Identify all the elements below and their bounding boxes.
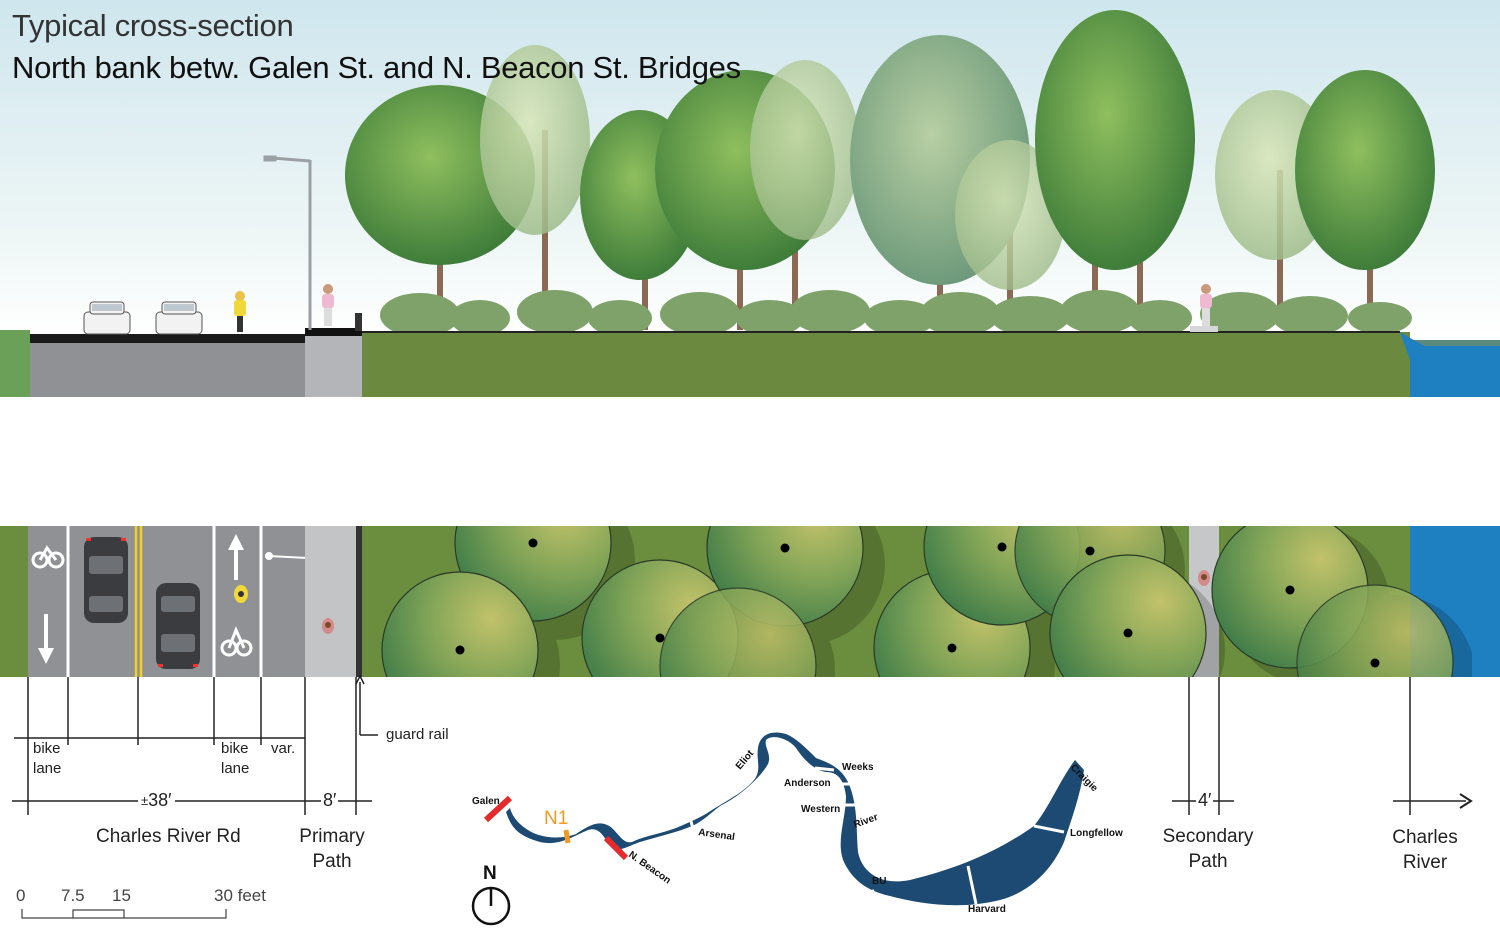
primary-path-surface [305,328,362,336]
arrow-down-left-lane [38,614,54,664]
cyclist-elevation [234,291,246,332]
arrow-up-right-lane [228,534,244,580]
river-arrow-head [1459,793,1473,809]
road-width-prefix: ± [141,793,149,808]
secondary-path-elevation [1190,326,1218,332]
guard-rail-arrow-head [355,674,365,685]
road-width-label: ±38′ [138,788,175,813]
plan-primary-path [305,526,356,677]
bike-lane-right-label: bike lane [221,740,250,777]
guard-rail-elevation [355,313,362,331]
primary-path-width-label: 8′ [321,788,339,813]
lane-markings [66,526,263,677]
road-width-value: 38′ [148,790,172,810]
scale-bar [21,909,227,919]
jogger-plan-2 [1198,570,1210,586]
n1-segment-marker [563,829,571,844]
car-elevation-2 [155,301,203,335]
var-label: var. [271,740,296,757]
tree-canopies-plan [381,526,1472,677]
park-ground-section [362,332,1410,397]
street-lamp [263,155,312,330]
cyclist-plan [234,585,248,603]
diagram-subtitle: Typical cross-section [12,8,294,43]
galen-bridge-marker [483,795,513,823]
plan-grass-left [0,526,28,677]
guard-rail-label: guard rail [386,726,449,743]
scale-tick-0: 0 [16,886,26,905]
bike-lane-symbol-left [31,545,65,569]
charles-river-rd-label: Charles River Rd [96,826,241,847]
car-plan-1 [84,537,128,623]
road-surface [30,334,305,343]
car-elevation-1 [83,301,131,335]
locator-map [471,732,1084,926]
river-map-shape [506,732,1084,906]
jogger-elevation-2 [1200,284,1212,326]
scale-tick-30-feet: 30 feet [214,886,266,905]
scale-tick-7-5: 7.5 [61,886,85,905]
secondary-path-width-label: 4′ [1196,788,1214,813]
n-beacon-bridge-marker [603,835,629,861]
car-plan-2 [156,583,200,669]
bike-lane-left-label: bike lane [33,740,62,777]
left-grass-section [0,330,30,397]
lamp-plan [265,552,308,560]
road-section [30,342,305,397]
elevation-trees [345,10,1435,337]
primary-path-section [305,336,362,397]
bike-lane-symbol-right [220,626,253,657]
primary-path-label: Primary Path [299,826,365,872]
diagram-title: North bank betw. Galen St. and N. Beacon… [12,50,741,85]
secondary-path-label: Secondary Path [1162,826,1254,872]
charles-river-label: Charles River [1392,827,1458,873]
jogger-plan-1 [322,618,334,634]
jogger-elevation-1 [322,284,334,326]
scale-tick-15: 15 [112,886,131,905]
